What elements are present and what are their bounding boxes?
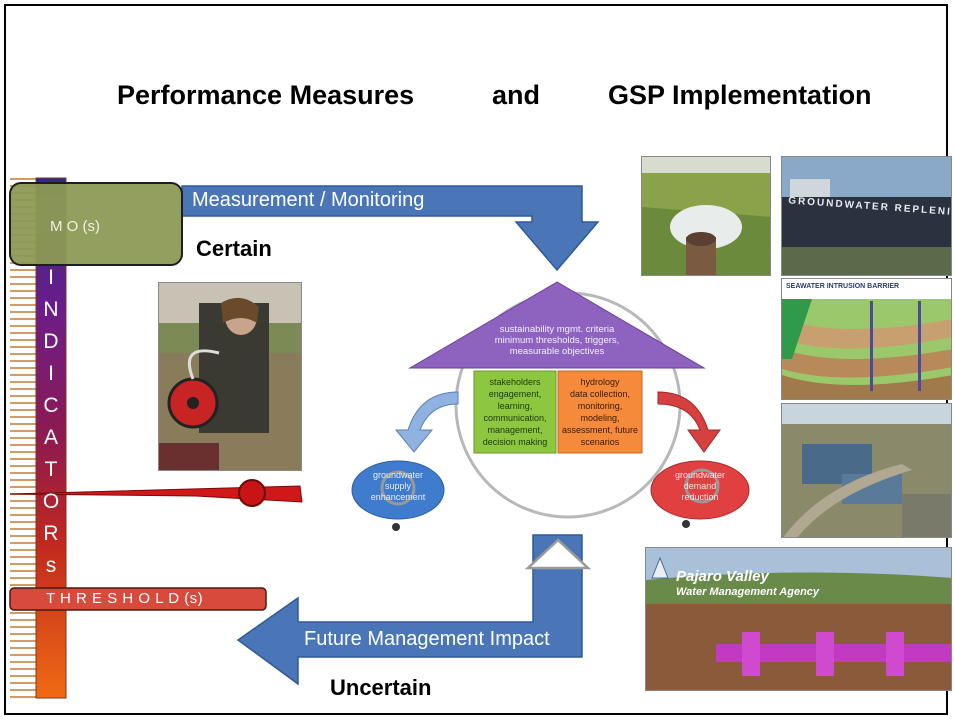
pajaro-valley-photo: Pajaro Valley Water Management Agency: [645, 547, 952, 691]
right-oval-text-line: reduction: [681, 492, 719, 502]
mo-label: M O (s): [50, 218, 100, 235]
mo-box: [9, 182, 183, 266]
green-text-line: communication,: [483, 413, 547, 423]
green-text-line: management,: [487, 425, 543, 435]
barrier-title: SEAWATER INTRUSION BARRIER: [786, 283, 900, 290]
recharge-basins-photo: [781, 403, 952, 538]
orange-text-line: hydrology: [580, 377, 620, 387]
seawater-barrier-figure: SEAWATER INTRUSION BARRIER: [781, 278, 952, 400]
replenishment-facility-photo: GROUNDWATER REPLENISHMENT: [781, 156, 952, 276]
pajaro-name: Pajaro Valley: [676, 568, 769, 585]
orange-text-line: scenarios: [580, 437, 620, 447]
left-oval-text-line: enhancement: [370, 492, 426, 502]
indicator-letter: T: [44, 458, 58, 481]
indicator-letter: I: [48, 362, 54, 385]
left-oval-text-line: supply: [384, 481, 411, 491]
well-measurement-photo: [158, 282, 302, 471]
green-text-line: engagement,: [488, 389, 542, 399]
future-impact-arrow: [236, 534, 583, 686]
pipe-discharge-photo: [641, 156, 771, 276]
title-gsp-implementation: GSP Implementation: [608, 80, 872, 110]
orange-text-line: monitoring,: [577, 401, 623, 411]
future-impact-label: Future Management Impact: [304, 628, 550, 650]
uncertain-label: Uncertain: [330, 675, 432, 700]
title-and: and: [492, 80, 541, 110]
left-oval-text-line: groundwater: [372, 470, 424, 480]
indicator-letter: D: [43, 330, 59, 353]
roof-text-line: sustainability mgmt. criteria: [499, 324, 615, 335]
right-oval-text-line: demand: [683, 481, 717, 491]
stakeholders-text: stakeholders engagement, learning, communic…: [474, 376, 556, 448]
certain-label: Certain: [196, 236, 272, 261]
trigger-knob: [238, 479, 266, 507]
measurement-label: Measurement / Monitoring: [192, 189, 425, 211]
orange-text-line: data collection,: [569, 389, 631, 399]
indicator-letter: s: [45, 554, 57, 577]
indicator-letter: N: [43, 298, 59, 321]
title-performance-measures: Performance Measures: [117, 80, 415, 110]
threshold-box: [9, 587, 267, 611]
measurement-arrow: [181, 185, 600, 272]
hydrology-text: hydrology data collection, monitoring, mode…: [558, 376, 642, 448]
green-text-line: stakeholders: [489, 377, 541, 387]
green-text-line: learning,: [497, 401, 533, 411]
indicator-letter: O: [42, 490, 60, 513]
roof-text-line: measurable objectives: [509, 346, 605, 357]
green-text-line: decision making: [482, 437, 548, 447]
indicator-letter: C: [43, 394, 59, 417]
orange-text-line: modeling,: [580, 413, 620, 423]
trigger-needle: [9, 485, 303, 503]
pajaro-agency: Water Management Agency: [676, 586, 820, 598]
indicator-letter: R: [43, 522, 59, 545]
right-oval-text-line: groundwater: [674, 470, 726, 480]
roof-text-line: minimum thresholds, triggers,: [494, 335, 620, 346]
threshold-label: T H R E S H O L D (s): [46, 590, 204, 607]
indicator-letter: A: [43, 426, 58, 449]
indicator-letter: I: [48, 266, 54, 289]
orange-text-line: assessment, future: [561, 425, 639, 435]
